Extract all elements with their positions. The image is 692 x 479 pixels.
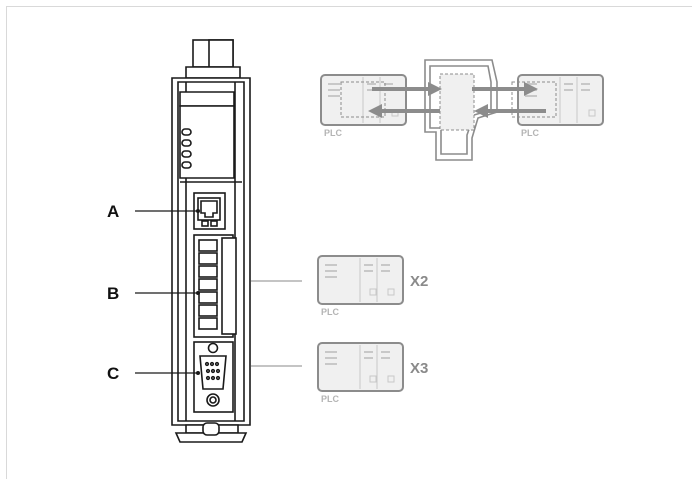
callout-dots [196, 209, 200, 375]
plc-top-left: PLC [320, 74, 407, 138]
callout-b: B [107, 284, 119, 303]
callout-lines [135, 210, 198, 374]
din-clip-top [185, 39, 241, 79]
plc-x2: PLC [317, 255, 404, 317]
frame-border-left [6, 6, 7, 479]
frame-border-top [6, 6, 692, 7]
callout-a: A [107, 202, 119, 221]
db9-connector [193, 341, 234, 413]
plc-label-top-left: PLC [324, 128, 343, 138]
plc-label-x3: PLC [321, 394, 340, 404]
din-clip-bottom [174, 422, 248, 443]
status-leds [181, 128, 192, 169]
data-flow-arrows [368, 82, 546, 118]
port-label-x3: X3 [410, 360, 428, 377]
plc-label-x2: PLC [321, 307, 340, 317]
gateway-silhouette [424, 59, 498, 161]
gateway-device [171, 39, 251, 443]
callout-c: C [107, 364, 119, 383]
terminal-block [193, 234, 237, 338]
plc-x3: PLC [317, 342, 404, 404]
port-label-x2: X2 [410, 273, 428, 290]
plc-label-top-right: PLC [521, 128, 540, 138]
